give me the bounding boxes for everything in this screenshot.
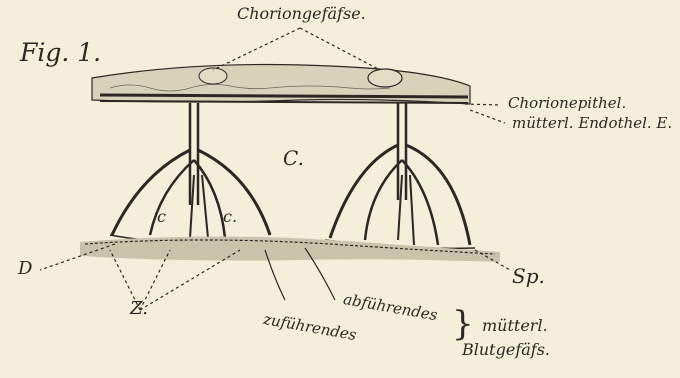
- villus-right: [325, 103, 475, 248]
- label-c-left: c: [157, 207, 166, 226]
- label-chorion-vessels: Choriongefäfse.: [237, 4, 366, 23]
- label-maternal: mütterl.: [482, 316, 548, 335]
- villus-left: [110, 103, 280, 243]
- label-brace: }: [452, 304, 474, 344]
- chorion-vessel-left: [199, 68, 227, 84]
- label-sp: Sp.: [512, 264, 545, 288]
- label-c-center: C.: [283, 146, 304, 170]
- label-maternal-endothelium: mütterl. Endothel. E.: [512, 114, 672, 132]
- label-chorion-epithelium: Chorionepithel.: [508, 94, 626, 112]
- chorion-vessel-right: [368, 69, 402, 87]
- decidua-base: [80, 236, 500, 300]
- label-c-mid: c.: [223, 207, 237, 226]
- chorion-plate: [92, 65, 470, 105]
- figure-number: Fig. 1.: [20, 38, 101, 67]
- label-d: D: [18, 258, 32, 279]
- label-z: Z.: [130, 298, 148, 319]
- label-blood-vessels: Blutgefäfs.: [462, 340, 550, 359]
